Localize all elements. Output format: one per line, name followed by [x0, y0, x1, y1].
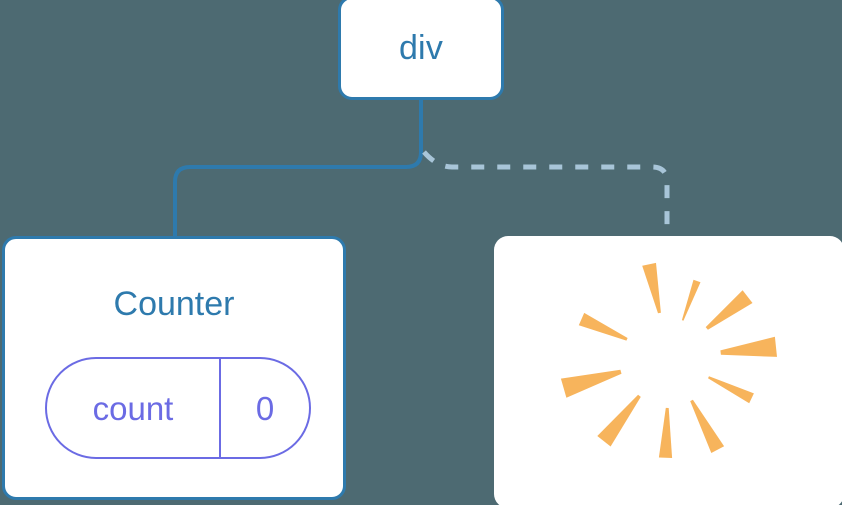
- connector-root-to-burst: [422, 150, 670, 236]
- burst-ray-6: [690, 399, 725, 453]
- burst-ray-4: [720, 336, 777, 357]
- state-key-label: count: [92, 389, 174, 427]
- node-counter[interactable]: Counter count 0: [2, 236, 346, 500]
- burst-ray-2: [681, 279, 701, 321]
- node-div[interactable]: div: [338, 0, 504, 100]
- burst-ray-3: [705, 290, 753, 330]
- burst-ray-5: [708, 376, 754, 404]
- state-pill-count[interactable]: count 0: [45, 357, 311, 459]
- burst-ray-1: [642, 262, 661, 314]
- burst-ray-10: [578, 312, 628, 341]
- burst-ray-7: [658, 407, 673, 458]
- state-pill-divider: [219, 359, 221, 457]
- state-value-label: 0: [255, 389, 275, 427]
- burst-ray-9: [560, 369, 622, 398]
- connector-root-to-counter: [173, 98, 423, 238]
- node-burst[interactable]: [494, 236, 842, 505]
- render-burst-icon: [560, 262, 777, 458]
- node-counter-title: Counter: [113, 285, 235, 323]
- burst-ray-8: [597, 394, 641, 447]
- node-div-label: div: [398, 29, 444, 67]
